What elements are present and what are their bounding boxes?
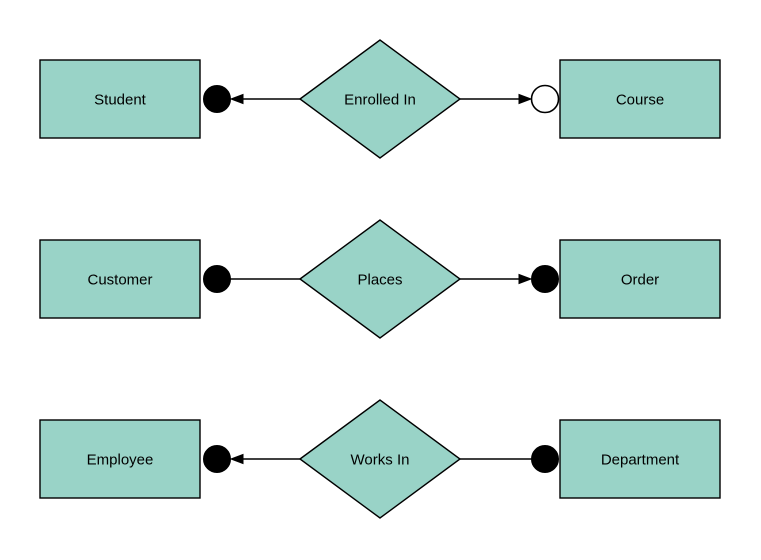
- terminal-filled-circle-customer[interactable]: [203, 265, 231, 293]
- relationship-works-in-label: Works In: [351, 452, 410, 469]
- terminal-open-circle-course[interactable]: [530, 84, 560, 114]
- entity-order[interactable]: [559, 239, 721, 319]
- entity-customer[interactable]: [39, 239, 201, 319]
- relationship-works-in[interactable]: [298, 399, 462, 519]
- entity-customer-label: Customer: [87, 272, 152, 289]
- terminal-filled-circle-order[interactable]: [531, 265, 559, 293]
- row-employee-department: Employee Department Works In: [39, 399, 721, 519]
- arrowhead-left-icon: [229, 93, 244, 105]
- relationship-enrolled-in[interactable]: [298, 39, 462, 159]
- entity-employee[interactable]: [39, 419, 201, 499]
- arrowhead-left-icon: [229, 453, 244, 465]
- entity-course[interactable]: [559, 59, 721, 139]
- relationship-places-label: Places: [357, 272, 402, 289]
- relationship-places[interactable]: [298, 219, 462, 339]
- entity-department[interactable]: [559, 419, 721, 499]
- terminal-filled-circle-employee[interactable]: [203, 445, 231, 473]
- entity-order-label: Order: [621, 272, 659, 289]
- entity-student-label: Student: [94, 92, 147, 109]
- arrowhead-right-icon: [518, 93, 533, 105]
- row-student-course: Student Course Enrolled In: [39, 39, 721, 159]
- entity-student[interactable]: [39, 59, 201, 139]
- entity-course-label: Course: [616, 92, 664, 109]
- terminal-filled-circle-student[interactable]: [203, 85, 231, 113]
- relationship-enrolled-in-label: Enrolled In: [344, 92, 416, 109]
- arrowhead-right-icon: [518, 273, 533, 285]
- entity-employee-label: Employee: [87, 452, 154, 469]
- terminal-filled-circle-department[interactable]: [531, 445, 559, 473]
- entity-department-label: Department: [601, 452, 680, 469]
- row-customer-order: Customer Order Places: [39, 219, 721, 339]
